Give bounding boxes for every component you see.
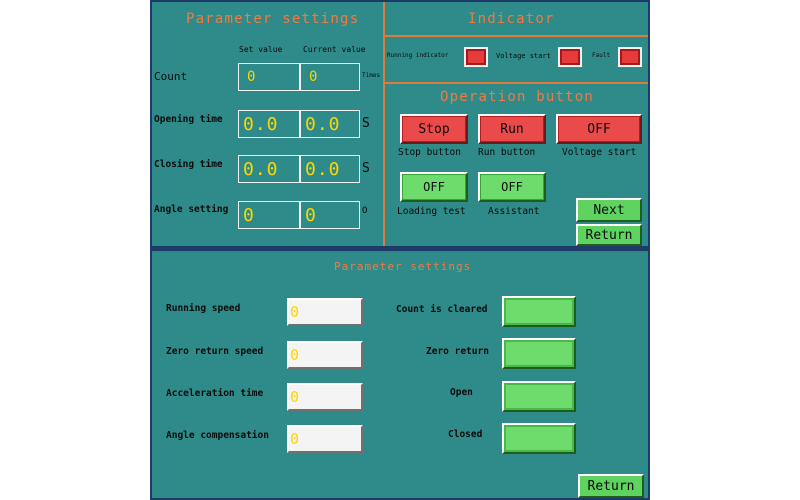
main-screen: Parameter settings Indicator Operation b… (150, 0, 650, 248)
closing-time-unit: S (362, 161, 370, 176)
return-button-bottom[interactable]: Return (578, 474, 644, 498)
count-label: Count (154, 70, 188, 83)
run-button-caption: Run button (478, 147, 536, 158)
opening-time-label: Opening time (154, 114, 223, 125)
voltage-start-indicator-label: Voltage start (496, 52, 551, 60)
parameter-settings-title-2: Parameter settings (334, 260, 472, 273)
parameter-settings-screen: Parameter settings Running speed 0 Zero … (150, 248, 650, 500)
stop-button[interactable]: Stop (400, 114, 468, 144)
closed-toggle[interactable] (502, 423, 576, 454)
voltage-start-indicator-lamp (558, 47, 582, 67)
count-current-value: 0 (300, 63, 360, 91)
indicator-title: Indicator (468, 11, 555, 27)
zero-return-toggle[interactable] (502, 338, 576, 369)
assistant-caption: Assistant (488, 206, 540, 217)
divider-vertical (383, 2, 385, 246)
count-cleared-toggle[interactable] (502, 296, 576, 327)
acceleration-time-label: Acceleration time (166, 388, 264, 399)
opening-time-set-value[interactable]: 0.0 (238, 110, 300, 138)
set-value-header: Set value (239, 45, 283, 54)
voltage-start-caption: Voltage start (562, 147, 637, 158)
zero-return-speed-label: Zero return speed (166, 346, 264, 357)
zero-return-label: Zero return (426, 346, 489, 357)
next-button[interactable]: Next (576, 198, 642, 222)
running-indicator-label: Running indicator (387, 52, 449, 59)
running-indicator-lamp (464, 47, 488, 67)
angle-setting-set-value[interactable]: 0 (238, 201, 300, 229)
angle-setting-unit: O (362, 206, 368, 216)
zero-return-speed-input[interactable]: 0 (287, 341, 363, 369)
closing-time-current-value: 0.0 (300, 155, 360, 183)
angle-setting-current-value: 0 (300, 201, 360, 229)
fault-indicator-label: Fault (592, 52, 611, 59)
assistant-button[interactable]: OFF (478, 172, 546, 202)
return-button-top[interactable]: Return (576, 224, 642, 246)
fault-indicator-lamp (618, 47, 642, 67)
closing-time-label: Closing time (154, 159, 223, 170)
closed-label: Closed (448, 429, 483, 440)
parameter-settings-title: Parameter settings (186, 11, 360, 27)
divider-operation-top (385, 82, 648, 84)
loading-test-button[interactable]: OFF (400, 172, 468, 202)
divider-indicator-top (385, 35, 648, 37)
angle-compensation-input[interactable]: 0 (287, 425, 363, 453)
current-value-header: Current value (303, 45, 366, 54)
closing-time-set-value[interactable]: 0.0 (238, 155, 300, 183)
stop-button-caption: Stop button (398, 147, 461, 158)
running-speed-input[interactable]: 0 (287, 298, 363, 326)
operation-button-title: Operation button (440, 89, 595, 105)
angle-compensation-label: Angle compensation (166, 430, 269, 441)
count-set-value[interactable]: 0 (238, 63, 300, 91)
opening-time-current-value: 0.0 (300, 110, 360, 138)
loading-test-caption: Loading test (397, 206, 466, 217)
open-toggle[interactable] (502, 381, 576, 412)
running-speed-label: Running speed (166, 303, 241, 314)
opening-time-unit: S (362, 116, 370, 131)
acceleration-time-input[interactable]: 0 (287, 383, 363, 411)
voltage-start-button[interactable]: OFF (556, 114, 642, 144)
angle-setting-label: Angle setting (154, 204, 229, 215)
open-label: Open (450, 387, 473, 398)
count-unit: Times (362, 72, 381, 79)
run-button[interactable]: Run (478, 114, 546, 144)
count-cleared-label: Count is cleared (396, 304, 488, 315)
